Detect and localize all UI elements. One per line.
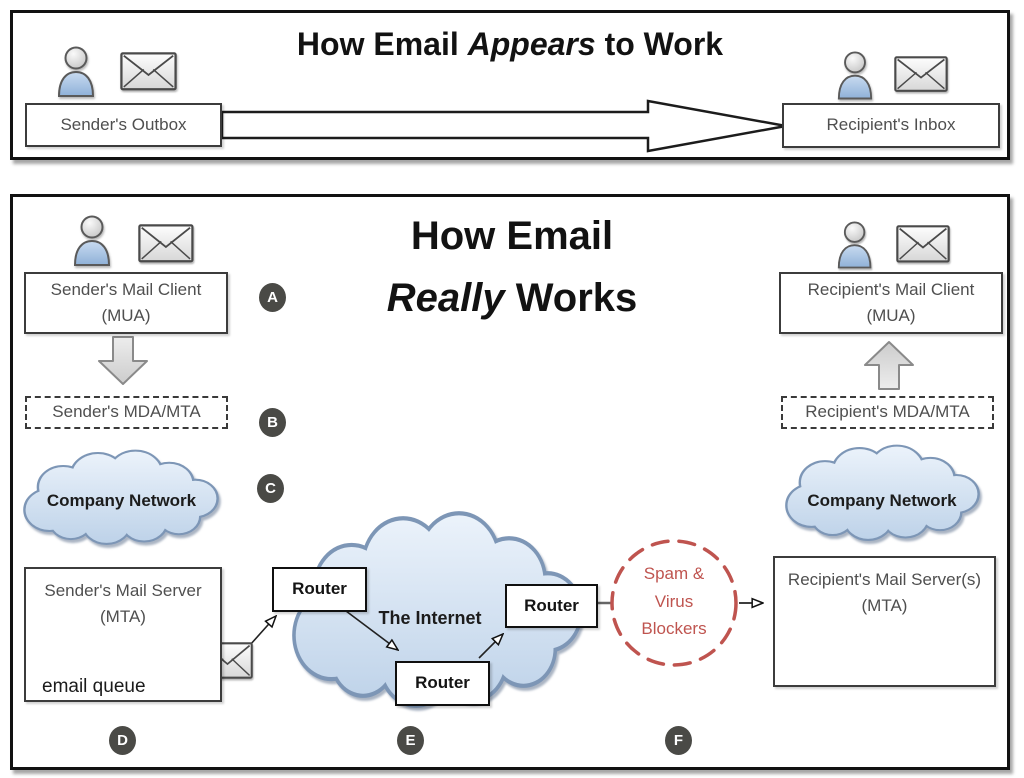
router-label: Router [292,579,347,599]
spam-line1: Spam & [643,564,705,583]
badge-e-letter: E [405,732,416,749]
senders-mail-client-sub: (MUA) [101,306,151,325]
recipients-mail-client-sub: (MUA) [866,306,916,325]
router-label: Router [524,595,579,615]
recipients-mail-server-sub: (MTA) [861,596,908,616]
senders-mda-box: Sender's MDA/MTA [25,396,228,429]
title-line1: How Email [410,214,614,258]
badge-c-letter: C [265,480,276,497]
company-network-left-label: Company Network [30,491,213,511]
badge-f: F [665,726,692,755]
senders-mail-server-sub: (MTA) [100,607,146,627]
recipients-mda-label: Recipient's MDA/MTA [805,402,970,422]
badge-e: E [397,726,424,755]
badge-b: B [259,408,286,437]
badge-d: D [109,726,136,755]
recipients-inbox-box: Recipient's Inbox [782,103,1000,148]
senders-mda-label: Sender's MDA/MTA [52,402,201,422]
email-queue-text: email queue [42,676,146,697]
recipients-mail-client-box: Recipient's Mail Client (MUA) [779,272,1003,334]
title-prefix: How Email [296,26,468,62]
title-works: Works [504,276,638,320]
router-box-3: Router [505,584,598,628]
really-title-line1: How Email [312,214,712,259]
senders-mail-server-box: Sender's Mail Server (MTA) [24,567,222,702]
badge-d-letter: D [117,732,128,749]
spam-line2: Virus [654,591,694,611]
badge-a: A [259,283,286,312]
badge-f-letter: F [673,732,684,749]
badge-b-letter: B [267,414,278,431]
email-queue-label: email queue [42,676,172,698]
senders-outbox-label: Sender's Outbox [60,114,187,134]
title-suffix: to Work [595,26,724,62]
router-label: Router [415,673,470,693]
recipients-mail-client-label: Recipient's Mail Client [807,279,975,299]
recipients-inbox-label: Recipient's Inbox [826,115,956,135]
title-italic: Appears [467,26,596,62]
router-box-1: Router [272,567,367,612]
really-title-line2: Really Works [312,276,712,321]
appears-title: How Email Appears to Work [250,26,770,63]
recipients-mda-box: Recipient's MDA/MTA [781,396,994,429]
internet-text: The Internet [378,608,482,628]
senders-mail-client-box: Sender's Mail Client (MUA) [24,272,228,334]
company-network-text: Company Network [807,491,957,510]
senders-mail-client-label: Sender's Mail Client [50,279,202,299]
title-really-italic: Really [386,276,505,320]
badge-a-letter: A [267,289,278,306]
company-network-text: Company Network [46,491,197,510]
recipients-mail-server-box: Recipient's Mail Server(s) (MTA) [773,556,996,687]
senders-mail-server-label: Sender's Mail Server [44,581,202,600]
company-network-right-label: Company Network [792,491,972,511]
router-box-2: Router [395,661,490,706]
internet-label: The Internet [350,608,510,629]
spam-blockers-label: Spam & Virus Blockers [614,560,734,643]
senders-outbox-box: Sender's Outbox [25,103,222,147]
badge-c: C [257,474,284,503]
spam-line3: Blockers [641,619,707,639]
recipients-mail-server-label: Recipient's Mail Server(s) [787,570,982,589]
